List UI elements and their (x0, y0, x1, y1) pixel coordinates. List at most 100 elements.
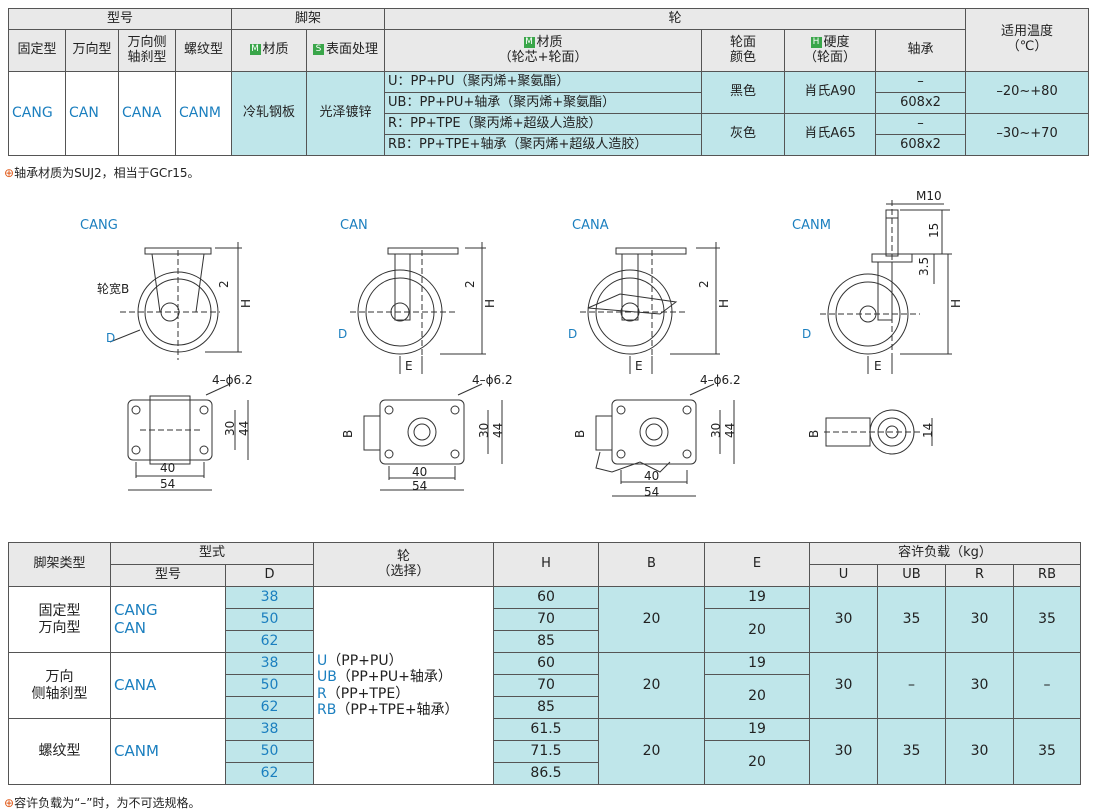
model-cell: CANG CAN (110, 586, 226, 653)
d-cell: 50 (224, 608, 315, 631)
e-cell: 20 (704, 740, 811, 785)
load-u-cell: 30 (809, 652, 879, 719)
dim-d: D (568, 327, 577, 341)
header-d: D (224, 564, 315, 587)
wheel-option: RB（PP+TPE+轴承） (317, 701, 459, 718)
dim-54: 54 (412, 479, 427, 493)
header-h: H (493, 542, 600, 587)
load-r-cell: 30 (945, 652, 1015, 719)
dim-b: B (341, 430, 355, 438)
dim-e: E (874, 359, 882, 373)
dim-d: D (802, 327, 811, 341)
b-cell: 20 (598, 718, 706, 785)
material-tag-icon: M (523, 36, 535, 48)
header-frame: 脚架 (231, 8, 386, 30)
wheel-width-label: 轮宽B (97, 281, 129, 296)
header-load-r: R (945, 564, 1015, 587)
hardness-a65: 肖氏A65 (784, 113, 877, 156)
dim-d: D (106, 331, 115, 345)
model-cell: CANM (110, 718, 226, 785)
caster-drawings: 轮宽B D H 2 4–ϕ6.2 40 54 30 44 E D H 2 (97, 190, 963, 499)
load-u-cell: 30 (809, 586, 879, 653)
header-b: B (598, 542, 706, 587)
dim-35: 3.5 (917, 257, 931, 276)
load-note: ⊕容许负载为“–”时，为不可选规格。 (4, 796, 201, 810)
dim-2: 2 (697, 280, 711, 288)
header-load-u: U (809, 564, 879, 587)
tread-color-gray: 灰色 (701, 113, 786, 156)
h-cell: 60 (493, 652, 600, 675)
b-cell: 20 (598, 586, 706, 653)
bearing-ub: 608x2 (875, 92, 967, 114)
dim-m10: M10 (916, 190, 942, 203)
d-cell: 50 (224, 740, 315, 763)
dim-30: 30 (477, 423, 491, 438)
dim-h: H (949, 299, 963, 308)
model-cana: CANA (118, 71, 176, 156)
can-side-view: E D H 2 (338, 242, 497, 374)
drawing-label-can: CAN (340, 218, 368, 233)
wheel-ub: UB：PP+PU+轴承（聚丙烯+聚氨酯） (384, 92, 703, 114)
cang-side-view: 轮宽B D H 2 (97, 242, 253, 360)
tread-color-black: 黑色 (701, 71, 786, 114)
header-load-ub: UB (877, 564, 947, 587)
model-canm: CANM (174, 71, 233, 156)
h-cell: 61.5 (493, 718, 600, 741)
h-cell: 85 (493, 696, 600, 719)
e-cell: 20 (704, 674, 811, 719)
wheel-option: U（PP+PU） (317, 653, 403, 670)
load-rb-cell: – (1013, 652, 1082, 719)
d-cell: 62 (224, 696, 315, 719)
header-bearing: 轴承 (875, 29, 967, 72)
header-load: 容许负载（kg） (809, 542, 1082, 565)
h-cell: 70 (493, 608, 600, 631)
temp-range-1: –20~+80 (965, 71, 1090, 114)
dim-30: 30 (709, 423, 723, 438)
h-cell: 86.5 (493, 762, 600, 785)
frame-type-cell: 万向 侧轴刹型 (8, 652, 111, 719)
header-fixed: 固定型 (8, 29, 66, 72)
material-tag-icon: M (249, 44, 261, 56)
cana-top-view: 4–ϕ6.2 40 54 B 30 44 (573, 373, 741, 499)
temp-range-2: –30~+70 (965, 113, 1090, 156)
surface-tag-icon: S (313, 44, 325, 56)
bearing-note: ⊕轴承材质为SUJ2，相当于GCr15。 (4, 166, 200, 180)
dim-e: E (635, 359, 643, 373)
header-e: E (704, 542, 811, 587)
hardness-tag-icon: H (810, 36, 822, 48)
load-rb-cell: 35 (1013, 718, 1082, 785)
header-model: 型号 (110, 564, 226, 587)
dim-30: 30 (223, 421, 237, 436)
d-cell: 62 (224, 630, 315, 653)
load-ub-cell: 35 (877, 718, 947, 785)
load-ub-cell: – (877, 652, 947, 719)
load-r-cell: 30 (945, 718, 1015, 785)
holes-label: 4–ϕ6.2 (212, 373, 253, 387)
h-cell: 85 (493, 630, 600, 653)
drawing-label-canm: CANM (792, 218, 831, 233)
wheel-options-cell: U（PP+PU） UB（PP+PU+轴承） R（PP+TPE） RB（PP+TP… (313, 586, 495, 785)
e-cell: 19 (704, 586, 811, 609)
d-cell: 38 (224, 718, 315, 741)
d-cell: 38 (224, 652, 315, 675)
dim-44: 44 (491, 423, 505, 438)
canm-top-view: B 14 (807, 409, 935, 455)
bearing-rb: 608x2 (875, 134, 967, 156)
wheel-r: R：PP+TPE（聚丙烯+超级人造胶） (384, 113, 703, 135)
holes-label: 4–ϕ6.2 (472, 373, 513, 387)
header-tread-color: 轮面 颜色 (701, 29, 786, 72)
frame-material: 冷轧钢板 (231, 71, 308, 156)
bearing-u: – (875, 71, 967, 93)
wheel-option: UB（PP+PU+轴承） (317, 669, 452, 686)
e-cell: 19 (704, 718, 811, 741)
dim-40: 40 (644, 469, 659, 483)
d-cell: 38 (224, 586, 315, 609)
header-wheel-select: 轮 （选择） (313, 542, 495, 587)
dim-40: 40 (412, 465, 427, 479)
dim-h: H (239, 299, 253, 308)
load-ub-cell: 35 (877, 586, 947, 653)
load-table: 脚架类型 型式 轮 （选择） H B E 容许负载（kg） 型号 D U UB … (8, 542, 1082, 785)
